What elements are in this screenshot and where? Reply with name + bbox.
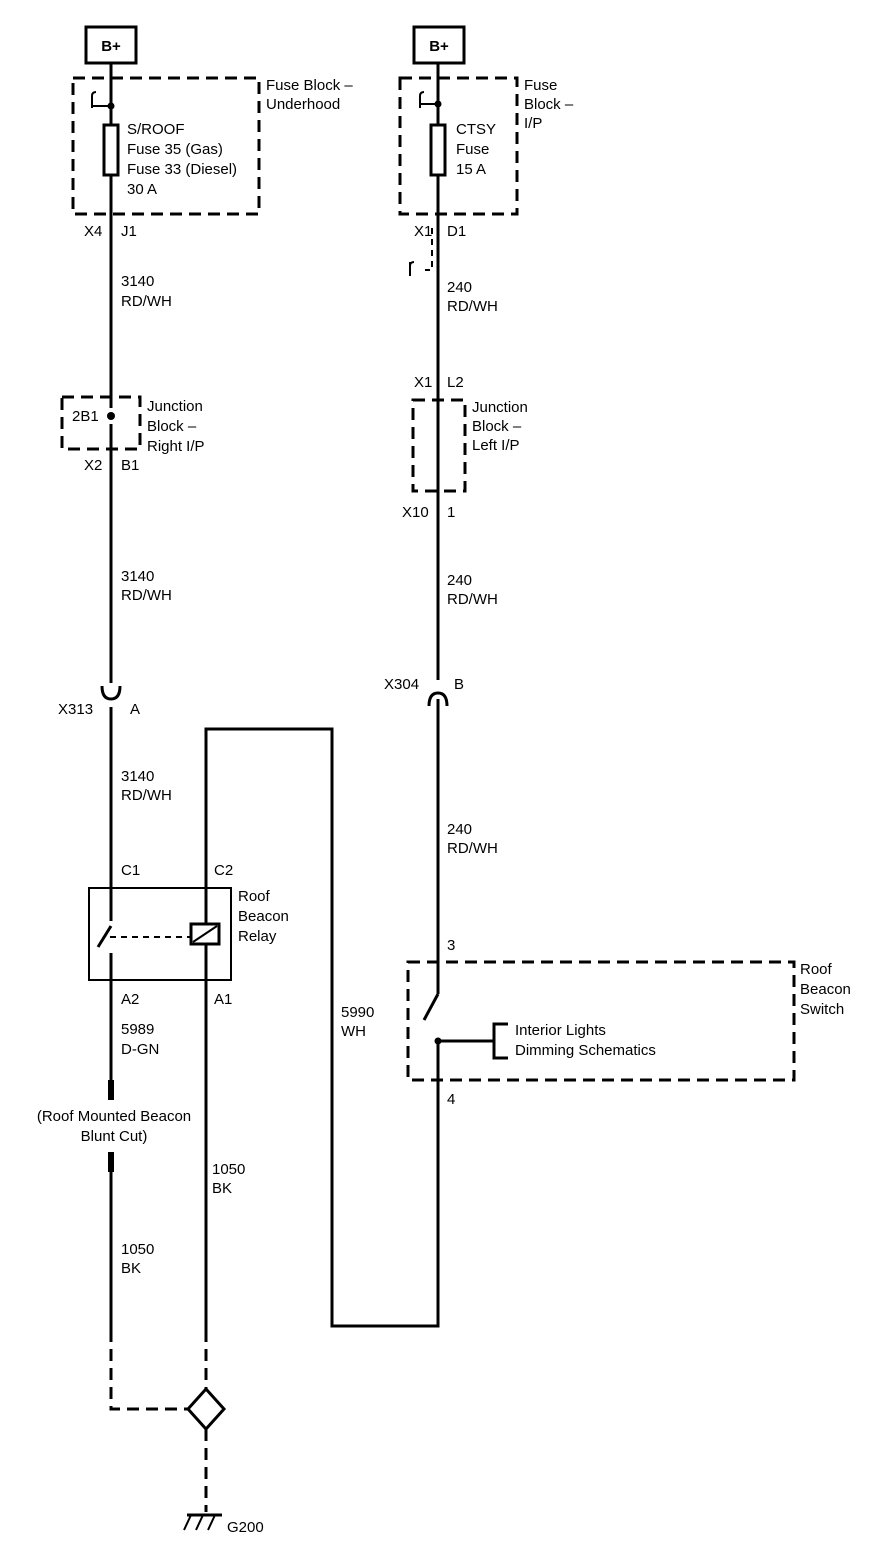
- fuse-sroof: [102, 123, 120, 177]
- connector-x304-pin: B: [454, 676, 464, 693]
- switch-pin-4: 4: [447, 1091, 455, 1108]
- pin-j1-label: J1: [121, 223, 137, 240]
- switch-pin-3: 3: [447, 937, 455, 954]
- wire-5989-label: 5989: [121, 1021, 154, 1038]
- wire-1050-color-a: BK: [212, 1180, 232, 1197]
- connector-x1-l2-label: X1: [414, 374, 432, 391]
- wire-5990: [204, 727, 440, 1328]
- fuse-block-underhood-title-2: Underhood: [266, 96, 340, 113]
- pin-l2-label: L2: [447, 374, 464, 391]
- power-label-right: B+: [429, 38, 449, 55]
- wire-3140-label-3: 3140: [121, 768, 154, 785]
- ground-label: G200: [227, 1519, 264, 1536]
- switch-title-3: Switch: [800, 1001, 844, 1018]
- wire-1050-left-dashed: [109, 1330, 188, 1411]
- junction-dot-2b1: [107, 412, 115, 420]
- wire-3140-label-2: 3140: [121, 568, 154, 585]
- power-label-left: B+: [101, 38, 121, 55]
- wire-240-label-2: 240: [447, 572, 472, 589]
- dimming-ref-label-2: Dimming Schematics: [515, 1042, 656, 1059]
- blunt-cut-end-bottom: [108, 1152, 114, 1172]
- wire-240-label-3: 240: [447, 821, 472, 838]
- wire-240-color-3: RD/WH: [447, 840, 498, 857]
- fuse-block-ip-title-1: Fuse: [524, 77, 557, 94]
- junction-block-right-ip-box: [60, 395, 142, 451]
- relay-title-3: Relay: [238, 928, 277, 945]
- connector-x2-label: X2: [84, 457, 102, 474]
- relay-pin-a1: A1: [214, 991, 232, 1008]
- fuse-ctsy-label-2: Fuse: [456, 141, 489, 158]
- fuse-ctsy-label-3: 15 A: [456, 161, 486, 178]
- fuse-block-ip-box: [398, 76, 519, 216]
- relay-title-1: Roof: [238, 888, 271, 905]
- pin-1-label: 1: [447, 504, 455, 521]
- junction-right-title-3: Right I/P: [147, 438, 205, 455]
- fuse-ctsy: [429, 123, 447, 177]
- wire-5989-color: D-GN: [121, 1041, 159, 1058]
- junction-right-title-2: Block –: [147, 418, 197, 435]
- wire-3140-color-3: RD/WH: [121, 787, 172, 804]
- junction-right-title-1: Junction: [147, 398, 203, 415]
- switch-title-1: Roof: [800, 961, 833, 978]
- wire-1050-color-b: BK: [121, 1260, 141, 1277]
- connector-x304-label: X304: [384, 676, 419, 693]
- relay-pin-c1: C1: [121, 862, 140, 879]
- connector-x10-label: X10: [402, 504, 429, 521]
- junction-left-title-2: Block –: [472, 418, 522, 435]
- dimming-ref-label-1: Interior Lights: [515, 1022, 606, 1039]
- fuse-block-underhood-box: [71, 76, 261, 216]
- ground-splice-diamond: [185, 1386, 227, 1432]
- fuse-sroof-label-2: Fuse 35 (Gas): [127, 141, 223, 158]
- junction-left-title-3: Left I/P: [472, 437, 520, 454]
- blunt-cut-label-2: Blunt Cut): [81, 1128, 148, 1145]
- relay-contact-switch: [96, 925, 113, 948]
- fuse-sroof-label-1: S/ROOF: [127, 121, 185, 138]
- fuse-block-ip-title-2: Block –: [524, 96, 574, 113]
- reference-bracket: [492, 1022, 508, 1060]
- busbar-hook-left: [91, 91, 97, 108]
- junction-block-left-ip-box: [411, 398, 467, 493]
- wire-3140-color-2: RD/WH: [121, 587, 172, 604]
- roof-beacon-switch-box: [406, 960, 796, 1082]
- fuse-block-ip-title-3: I/P: [524, 115, 542, 132]
- connector-x313-pin: A: [130, 701, 140, 718]
- wire-240-label-1: 240: [447, 279, 472, 296]
- connector-x4-label: X4: [84, 223, 102, 240]
- connector-x1-label: X1: [414, 223, 432, 240]
- switch-title-2: Beacon: [800, 981, 851, 998]
- connector-x1-dashed: [425, 228, 433, 271]
- wire-1050-label-a: 1050: [212, 1161, 245, 1178]
- fuse-sroof-label-3: Fuse 33 (Diesel): [127, 161, 237, 178]
- relay-pin-a2: A2: [121, 991, 139, 1008]
- wire-3140-color-1: RD/WH: [121, 293, 172, 310]
- wire-240-color-1: RD/WH: [447, 298, 498, 315]
- wire-240-color-2: RD/WH: [447, 591, 498, 608]
- wire-5990-color: WH: [341, 1023, 366, 1040]
- junction-left-title-1: Junction: [472, 399, 528, 416]
- switch-contact: [422, 993, 440, 1021]
- blunt-cut-end-top: [108, 1080, 114, 1100]
- pin-b1-label: B1: [121, 457, 139, 474]
- wire-5990-label: 5990: [341, 1004, 374, 1021]
- relay-pin-c2: C2: [214, 862, 233, 879]
- relay-title-2: Beacon: [238, 908, 289, 925]
- wire-1050-label-b: 1050: [121, 1241, 154, 1258]
- fuse-block-underhood-title-1: Fuse Block –: [266, 77, 353, 94]
- blunt-cut-label-1: (Roof Mounted Beacon: [37, 1108, 191, 1125]
- connector-x304-symbol: [427, 691, 449, 707]
- pin-d1-label: D1: [447, 223, 466, 240]
- connector-x313-symbol: [100, 685, 122, 701]
- junction-right-inner-label: 2B1: [72, 408, 99, 425]
- busbar-hook-right: [419, 91, 425, 108]
- splice-dot: [107, 102, 115, 110]
- fuse-ctsy-label-1: CTSY: [456, 121, 496, 138]
- connector-x313-label: X313: [58, 701, 93, 718]
- wire-3140-label-1: 3140: [121, 273, 154, 290]
- roof-beacon-relay-box: [88, 887, 232, 981]
- fuse-sroof-label-4: 30 A: [127, 181, 157, 198]
